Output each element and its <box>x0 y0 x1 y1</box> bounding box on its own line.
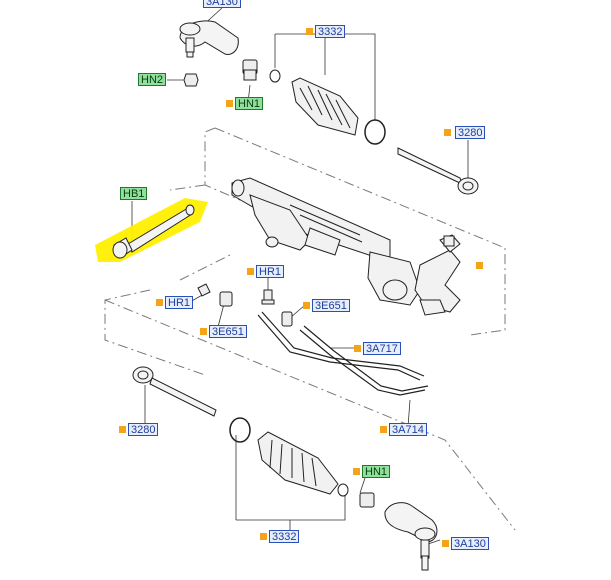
boot-clamp-large-top <box>364 119 386 145</box>
callout-boot-kit-top[interactable]: 3332 <box>315 25 346 38</box>
tie-rod-end-top <box>179 20 239 58</box>
callout-nut-hn2[interactable]: HN2 <box>138 73 167 86</box>
inner-tie-rod-right-part <box>397 147 479 195</box>
marker-pressure-line <box>354 345 361 352</box>
callout-bolt-hr1-left[interactable]: HR1 <box>165 296 194 309</box>
assembly-outline <box>104 127 516 531</box>
boot-clamp-small-top <box>269 69 281 83</box>
callout-inner-tie-rod-left[interactable]: 3280 <box>128 423 159 436</box>
fitting-3e651-right-part <box>281 311 293 327</box>
marker-bolt-hr1-center <box>247 268 254 275</box>
pressure-line-part <box>257 311 425 381</box>
marker-boot-kit-bottom <box>260 533 267 540</box>
marker-tie-rod-end-bottom <box>442 540 449 547</box>
callout-boot-kit-bottom[interactable]: 3332 <box>269 530 300 543</box>
tie-rod-end-bottom <box>384 502 438 571</box>
bolt-hb1-highlight <box>95 198 208 262</box>
marker-rack-assembly <box>476 262 483 269</box>
marker-inner-tie-rod-left <box>119 426 126 433</box>
fitting-3e651-left-part <box>219 291 233 307</box>
boot-top <box>291 77 359 136</box>
boot-clamp-small-bottom <box>337 483 349 497</box>
callout-tie-rod-end-top[interactable]: 3A130 <box>203 0 241 8</box>
nut-hn1-bottom-part <box>359 492 375 508</box>
callout-nut-hn1-bottom[interactable]: HN1 <box>362 465 391 478</box>
marker-nut-hn1-bottom <box>353 468 360 475</box>
marker-fitting-3e651-left <box>200 328 207 335</box>
marker-bolt-hr1-left <box>156 299 163 306</box>
marker-return-line <box>380 426 387 433</box>
callout-pressure-line[interactable]: 3A717 <box>363 342 401 355</box>
boot-clamp-large-bottom <box>229 417 251 443</box>
callout-return-line[interactable]: 3A714 <box>389 423 427 436</box>
nut-hn2-part <box>183 73 199 87</box>
callout-nut-hn1-top[interactable]: HN1 <box>235 97 264 110</box>
boot-bottom <box>257 431 339 495</box>
callout-bolt-hr1-center[interactable]: HR1 <box>256 265 285 278</box>
callout-tie-rod-end-bottom[interactable]: 3A130 <box>451 537 489 550</box>
bolt-hr1-left-part <box>197 283 211 297</box>
marker-inner-tie-rod-right <box>444 129 451 136</box>
bolt-hr1-center-part <box>261 289 275 305</box>
callout-fitting-3e651-left[interactable]: 3E651 <box>209 325 247 338</box>
marker-fitting-3e651-right <box>303 302 310 309</box>
inner-tie-rod-left-part <box>132 366 217 417</box>
callout-bolt-hb1[interactable]: HB1 <box>120 187 148 200</box>
marker-nut-hn1-top <box>226 100 233 107</box>
callout-fitting-3e651-right[interactable]: 3E651 <box>312 299 350 312</box>
marker-boot-kit-top <box>306 28 313 35</box>
steering-rack-housing <box>231 177 461 316</box>
return-line-part <box>299 325 429 396</box>
nut-hn1-top-part <box>242 59 258 81</box>
callout-inner-tie-rod-right[interactable]: 3280 <box>455 126 486 139</box>
